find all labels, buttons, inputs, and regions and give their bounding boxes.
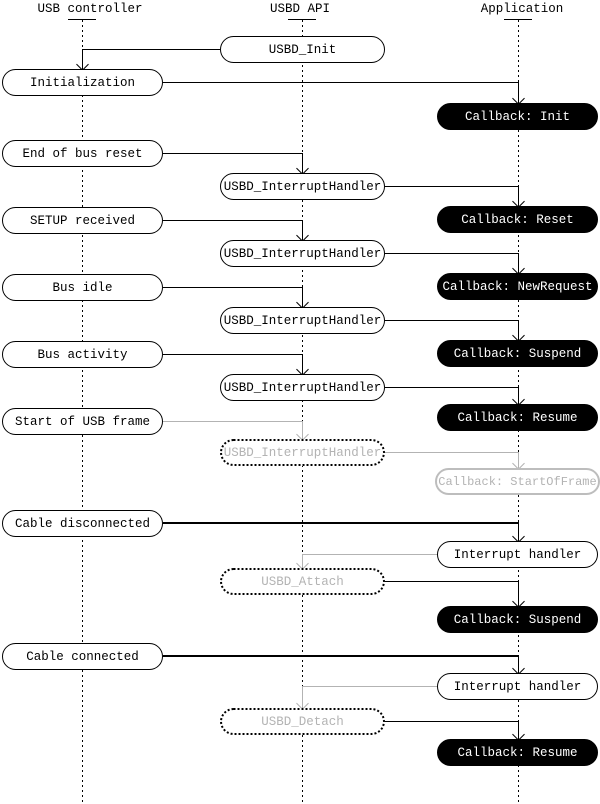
node-usbd-interrupthandler: USBD_InterruptHandler [220,240,385,267]
connector-line [163,522,518,524]
connector-line [302,686,303,708]
connector-line [518,581,519,606]
node-callback-suspend: Callback: Suspend [437,340,598,367]
node-callback-startofframe: Callback: StartOfFrame [435,468,600,495]
connector-line [302,421,303,439]
connector-line [518,452,519,468]
node-end-of-bus-reset: End of bus reset [2,140,163,167]
column-label-usb-controller: USB controller [37,2,143,16]
connector-line [518,522,519,541]
node-cable-connected: Cable connected [2,643,163,670]
connector-line [163,421,302,422]
connector-line [385,581,518,582]
connector-line [518,186,519,206]
node-usbd-interrupthandler: USBD_InterruptHandler [220,173,385,200]
connector-line [518,721,519,739]
node-callback-reset: Callback: Reset [437,206,598,233]
column-label-usbd-api: USBD API [269,2,330,16]
node-bus-idle: Bus idle [2,274,163,301]
connector-line [302,554,303,568]
connector-line [385,320,518,321]
node-callback-init: Callback: Init [437,103,598,130]
node-callback-resume: Callback: Resume [437,404,598,431]
node-usbd-interrupthandler: USBD_InterruptHandler [220,374,385,401]
column-label-application: Application [480,2,564,16]
connector-line [163,153,302,154]
connector-line [163,655,518,657]
connector-line [302,153,303,173]
node-interrupt-handler: Interrupt handler [437,541,598,568]
connector-line [385,253,518,254]
connector-line [385,186,518,187]
lifeline-usbd-api [302,20,303,804]
node-usbd-interrupthandler: USBD_InterruptHandler [220,307,385,334]
lifeline-head-bar [68,19,96,20]
node-interrupt-handler: Interrupt handler [437,673,598,700]
node-usbd-attach: USBD_Attach [220,568,385,595]
connector-line [302,554,437,555]
connector-line [163,220,302,221]
connector-line [302,220,303,240]
connector-line [302,287,303,307]
node-initialization: Initialization [2,69,163,96]
connector-line [163,287,302,288]
connector-line [385,387,518,388]
node-usbd-interrupthandler-disabled: USBD_InterruptHandler [220,439,385,466]
connector-line [518,655,519,673]
connector-line [163,354,302,355]
connector-line [518,387,519,404]
node-setup-received: SETUP received [2,207,163,234]
connector-line [518,320,519,340]
node-callback-newrequest: Callback: NewRequest [437,273,598,300]
lifeline-head-bar [288,19,316,20]
node-callback-resume: Callback: Resume [437,739,598,766]
node-bus-activity: Bus activity [2,341,163,368]
connector-line [518,253,519,273]
node-start-of-usb-frame: Start of USB frame [2,408,163,435]
node-usbd-detach: USBD_Detach [220,708,385,735]
connector-line [302,354,303,374]
node-callback-suspend: Callback: Suspend [437,606,598,633]
node-cable-disconnected: Cable disconnected [2,510,163,537]
connector-line [302,686,437,687]
connector-line [82,49,220,50]
connector-line [385,721,518,722]
lifeline-head-bar [504,19,532,20]
connector-line [518,82,519,103]
connector-line [163,82,518,83]
connector-line [82,49,83,69]
node-usbd-init: USBD_Init [220,36,385,63]
connector-line [385,452,518,453]
